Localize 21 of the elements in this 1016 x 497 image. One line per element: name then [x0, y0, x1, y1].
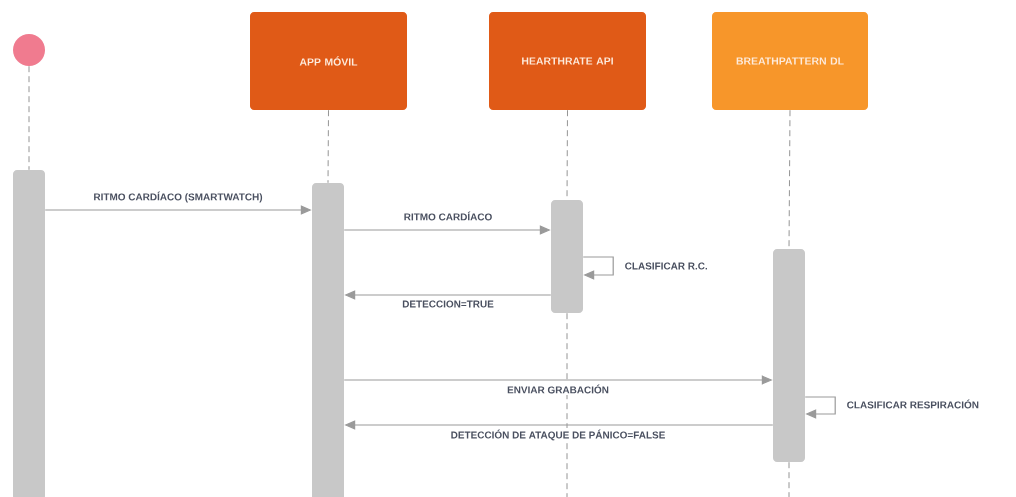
lifeline	[28, 65, 30, 171]
lifeline	[566, 312, 568, 497]
activation-bar	[312, 183, 344, 497]
activation-bar	[551, 200, 583, 313]
self-message-arrow	[582, 256, 614, 280]
self-message-arrow	[804, 396, 836, 419]
activation-bar	[773, 249, 805, 462]
edge-label: RITMO CARDÍACO	[402, 210, 494, 222]
edge-label: DETECCION=TRUE	[400, 298, 496, 309]
activation-bar	[13, 170, 45, 497]
edge-label: RITMO CARDÍACO (SMARTWATCH)	[91, 190, 265, 204]
actor-circle	[13, 34, 45, 66]
lifeline	[327, 109, 329, 184]
participant-box: BREATHPATTERN DL	[712, 12, 868, 110]
lifeline	[788, 461, 790, 497]
edge-label: ENVIAR GRABACIÓN	[505, 383, 611, 395]
edge-label: CLASIFICAR R.C.	[623, 260, 710, 271]
participant-box: APP MÓVIL	[250, 12, 407, 110]
edge-label: CLASIFICAR RESPIRACIÓN	[845, 398, 981, 410]
participant-box: HEARTHRATE API	[489, 12, 646, 110]
edge-label: DETECCIÓN DE ATAQUE DE PÁNICO=FALSE	[449, 428, 667, 442]
